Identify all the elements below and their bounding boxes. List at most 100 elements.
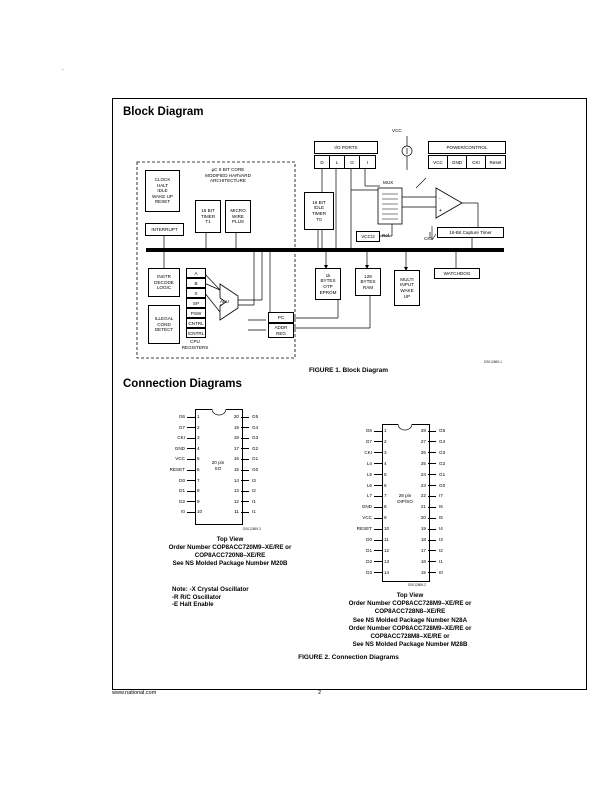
dip28-pin-line <box>428 539 436 541</box>
dip28-pin-line <box>428 430 436 432</box>
dip28-pin-line <box>374 561 382 563</box>
dip28-pin-number: 25 <box>420 460 426 466</box>
so20-pin-number: 19 <box>233 424 239 430</box>
so20-pin-line <box>241 427 249 429</box>
dip28-pin-line <box>374 539 382 541</box>
io-port-i: I <box>359 155 376 169</box>
power-vcc: VCC <box>428 155 448 169</box>
oscillator-note: Note: -X Crystal Oscillator -R R/C Oscil… <box>172 586 249 609</box>
dip28-order-5: COP8ACC728M8–XE/RE or <box>370 633 450 640</box>
so20-pin-name: D1 <box>179 488 185 494</box>
so20-order-1: Order Number COP8ACC720M9–XE/RE or <box>168 544 292 551</box>
so20-pin-number: 11 <box>234 509 239 515</box>
so20-pin-name: I3 <box>252 477 256 483</box>
figure2a-code: DS012869-3 <box>243 527 261 531</box>
dip28-pin-name: I1 <box>439 558 443 564</box>
dip28-pin-line <box>428 550 436 552</box>
multi-input-box: MULTI INPUT WAKE UP <box>394 270 420 306</box>
svg-text:-: - <box>439 196 441 202</box>
svg-text:+: + <box>439 208 442 214</box>
dip28-pin-line <box>428 517 436 519</box>
dip28-pin-name: L4 <box>366 460 372 466</box>
dip28-pin-number: 13 <box>384 558 390 564</box>
dip28-order-1: Order Number COP8ACC728M9–XE/RE or <box>348 600 472 607</box>
dip28-pin-name: G5 <box>439 428 446 433</box>
eprom-box: 1k BYTES OTP EPROM <box>315 268 341 300</box>
so20-pin-number: 2 <box>197 424 200 430</box>
reg-sp: SP <box>186 298 206 308</box>
dip28-pin-line <box>374 550 382 552</box>
so20-pin-line <box>187 427 195 429</box>
dip28-pin-name: I7 <box>439 493 443 499</box>
so20-pin-number: 5 <box>197 456 200 462</box>
so20-pin-name: VCC <box>175 456 185 462</box>
so20-pin-name: RESET <box>169 467 185 472</box>
so20-pin-number: 20 <box>233 414 239 419</box>
dip28-pin-name: L5 <box>366 471 372 477</box>
dip28-pin-name: CKI <box>364 449 372 455</box>
illegal-cond-box: ILLEGAL COND DETECT <box>148 305 180 344</box>
page-mark: . <box>62 66 64 72</box>
dip28-pin-number: 10 <box>384 526 390 532</box>
dip28-pin-line <box>428 452 436 454</box>
so20-pin-number: 17 <box>233 445 239 451</box>
so20-pin-name: G1 <box>252 456 259 462</box>
so20-pin-line <box>241 511 249 513</box>
so20-pin-number: 15 <box>233 467 239 472</box>
dip28-pin-number: 18 <box>420 537 426 542</box>
dip28-pin-number: 3 <box>384 449 387 455</box>
dip28-pin-number: 17 <box>420 547 426 553</box>
so20-notch <box>212 408 226 416</box>
dip28-pin-name: RESET <box>356 526 372 532</box>
dip28-pin-name: D0 <box>366 537 372 542</box>
dip28-pin-number: 26 <box>420 449 426 455</box>
dip28-pin-name: G1 <box>439 471 446 477</box>
so20-pin-name: D0 <box>179 477 185 483</box>
so20-pin-line <box>241 469 249 471</box>
dip28-notch <box>398 423 412 431</box>
so20-pin-line <box>187 416 195 418</box>
so20-pin-number: 14 <box>233 477 239 483</box>
timer-t1-box: 16 BIT TIMER T1 <box>195 200 221 233</box>
dip28-pin-line <box>428 441 436 443</box>
so20-center-label: 20 pin SO <box>211 460 225 471</box>
dip28-pin-name: I4 <box>439 526 443 532</box>
io-ports-title: I/O PORTS <box>314 141 378 154</box>
mux-label: MUX <box>383 180 394 185</box>
dip28-pin-number: 19 <box>420 526 426 532</box>
dip28-pin-number: 16 <box>420 558 426 564</box>
dip28-pin-number: 20 <box>420 515 426 521</box>
capture-timer-box: 16-Bit Capture Timer <box>437 227 504 238</box>
reg-b: B <box>186 278 206 288</box>
reg-psw: PSW <box>186 308 206 318</box>
dip28-view: Top View <box>396 592 424 599</box>
watchdog-box: WATCHDOG <box>434 268 480 279</box>
so20-pin-line <box>187 511 195 513</box>
connection-diagrams-heading: Connection Diagrams <box>123 378 242 390</box>
dip28-pin-number: 14 <box>384 569 390 575</box>
dip28-pin-line <box>428 572 436 574</box>
io-port-d: D <box>314 155 330 169</box>
dip28-pin-line <box>374 495 382 497</box>
dip28-pin-line <box>374 506 382 508</box>
core-label: µC 8 BIT CORE MODIFIED HARVARD ARCHITECT… <box>205 167 251 184</box>
dip28-pin-number: 4 <box>384 460 387 466</box>
dip28-pin-line <box>374 452 382 454</box>
so20-pin-name: G5 <box>252 414 259 419</box>
power-gnd: GND <box>447 155 467 169</box>
so20-pin-number: 10 <box>197 509 203 515</box>
dip28-pin-number: 7 <box>384 493 387 499</box>
dip28-pin-name: D2 <box>366 558 372 564</box>
so20-pin-name: I2 <box>252 488 256 494</box>
content-frame <box>112 98 587 690</box>
dip28-order-2: COP8ACC728N8–XE/RE <box>374 608 446 615</box>
so20-pin-number: 12 <box>233 498 239 504</box>
power-cki: CKI <box>466 155 486 169</box>
so20-pin-name: D2 <box>179 498 185 504</box>
dip28-pin-line <box>428 485 436 486</box>
dip28-pin-number: 9 <box>384 515 387 521</box>
dip28-pin-number: 8 <box>384 504 387 510</box>
dip28-pin-line <box>374 441 382 443</box>
figure2b-code: DS012869-2 <box>408 583 426 587</box>
so20-pin-number: 9 <box>197 498 200 504</box>
